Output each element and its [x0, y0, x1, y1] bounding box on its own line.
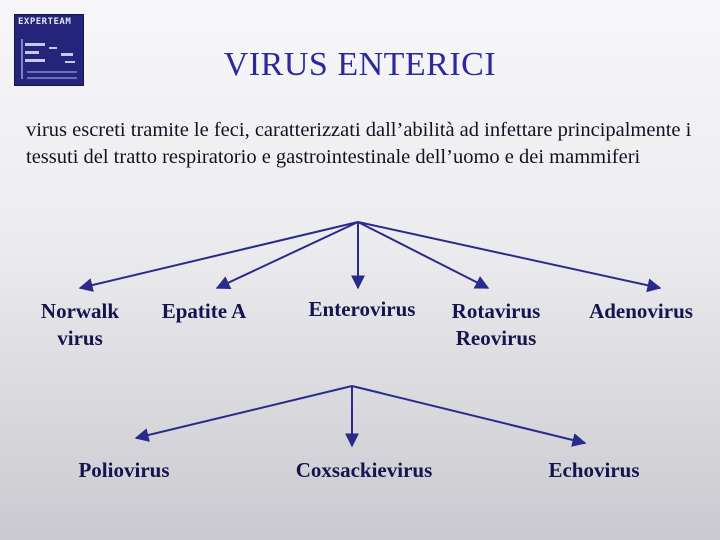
logo-text: EXPERTEAM [18, 17, 72, 27]
node-norwalk-line1: Norwalk [40, 299, 120, 323]
node-epatite-a: Epatite A [148, 298, 260, 325]
arrow-echovirus [351, 385, 587, 447]
node-norwalk-line2: virus [57, 326, 103, 350]
node-poliovirus: Poliovirus [62, 457, 186, 484]
page-title: VIRUS ENTERICI [223, 46, 497, 83]
arrow-epatite [215, 221, 359, 289]
arrow-rotavirus [357, 221, 490, 289]
arrow-adenovirus [357, 221, 662, 293]
logo-graphic [21, 39, 77, 79]
node-epatite-label: Epatite A [161, 299, 247, 323]
node-rotavirus-label: Rotavirus [451, 299, 541, 323]
description: virus escreti tramite le feci, caratteri… [26, 119, 692, 168]
arrow-norwalk [78, 221, 359, 292]
node-enterovirus-label: Enterovirus [308, 297, 416, 321]
node-adenovirus-label: Adenovirus [589, 299, 693, 323]
node-echovirus-label: Echovirus [548, 458, 640, 482]
node-rotavirus-reovirus: Rotavirus Reovirus [440, 298, 552, 352]
arrow-poliovirus [134, 385, 353, 442]
experteam-logo: EXPERTEAM [14, 14, 84, 86]
node-adenovirus: Adenovirus [576, 298, 706, 325]
node-enterovirus: Enterovirus [292, 296, 432, 323]
node-echovirus: Echovirus [534, 457, 654, 484]
node-poliovirus-label: Poliovirus [78, 458, 170, 482]
node-coxsackievirus-label: Coxsackievirus [295, 458, 433, 482]
node-reovirus-label: Reovirus [455, 326, 537, 350]
node-coxsackievirus: Coxsackievirus [276, 457, 452, 484]
node-norwalk-virus: Norwalk virus [28, 298, 132, 352]
